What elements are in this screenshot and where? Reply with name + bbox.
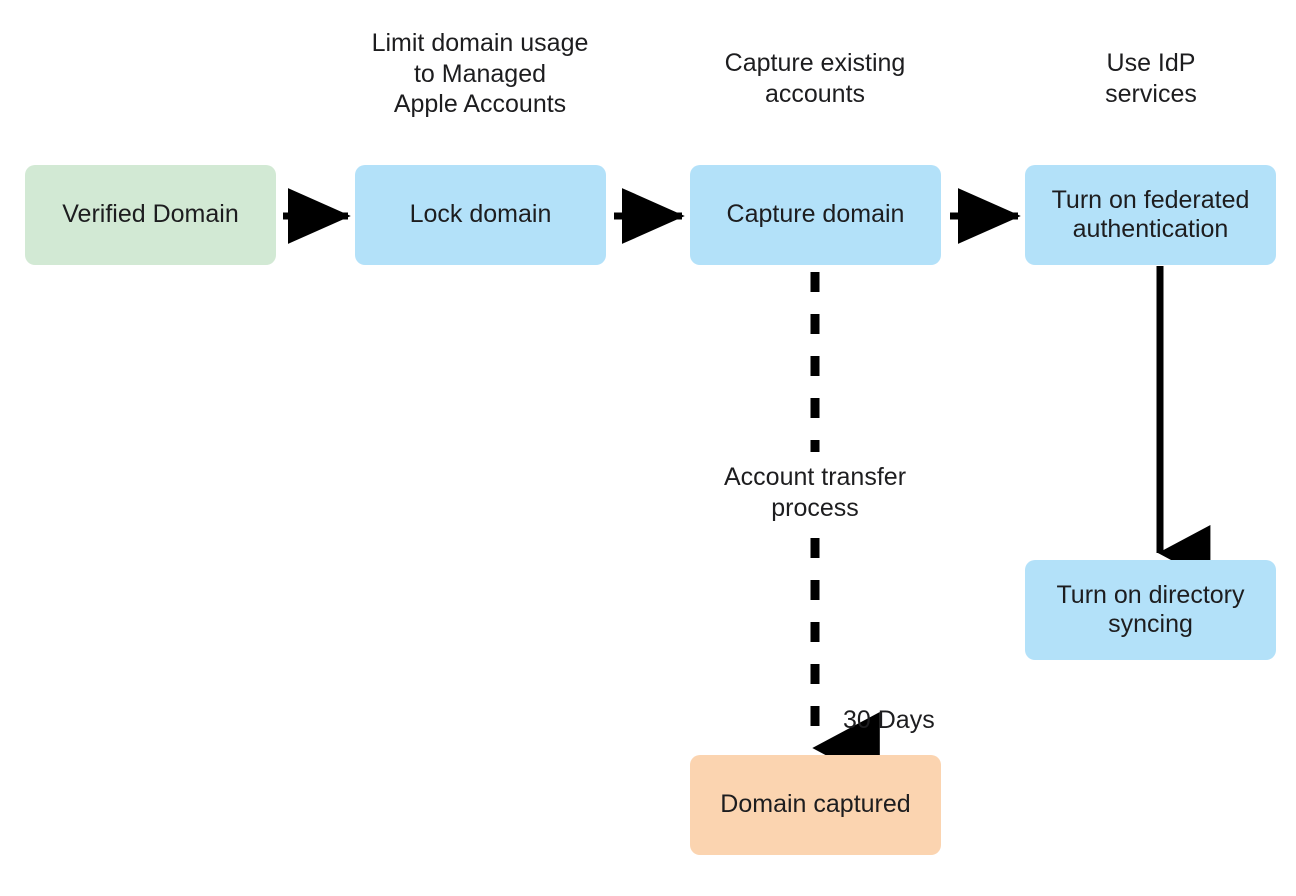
node-federated-auth[interactable]: Turn on federated authentication: [1025, 165, 1276, 265]
caption-federated-auth: Use IdP services: [1105, 49, 1197, 108]
node-verified-domain[interactable]: Verified Domain: [25, 165, 276, 265]
node-capture-domain[interactable]: Capture domain: [690, 165, 941, 265]
node-lock-domain[interactable]: Lock domain: [355, 165, 606, 265]
edge-label-account-transfer-process: Account transfer process: [723, 463, 907, 522]
node-domain-captured[interactable]: Domain captured: [690, 755, 941, 855]
node-directory-syncing[interactable]: Turn on directory syncing: [1025, 560, 1276, 660]
caption-capture-domain: Capture existing accounts: [724, 49, 906, 108]
caption-lock-domain: Limit domain usage to Managed Apple Acco…: [371, 29, 589, 118]
edge-label-thirty-days: 30 Days: [843, 706, 935, 734]
